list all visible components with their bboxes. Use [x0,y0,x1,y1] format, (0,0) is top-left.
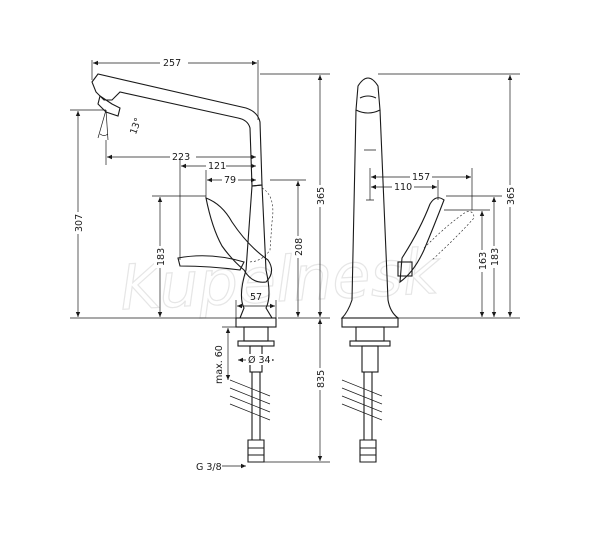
front-handle-travel [423,211,475,261]
side-view: 257 13° 223 121 79 365 307 [70,57,330,473]
shank [243,326,269,342]
dim-79: 79 [224,175,236,186]
dim-121: 121 [208,161,226,172]
spout-head [97,95,121,117]
dim-163: 163 [478,252,489,270]
front-spout-top [355,77,381,114]
front-base [341,317,399,328]
hose-fitting [247,439,265,463]
nut [237,340,275,347]
dim-208: 208 [294,238,305,256]
dim-183-side: 183 [156,248,167,266]
base-plate [235,317,277,328]
spout-outline [91,73,263,187]
dim-257: 257 [163,58,181,69]
dim-34: Ø 34 [248,355,271,366]
dim-835: 835 [316,370,327,388]
dim-g38: G 3/8 [196,462,222,473]
front-view: 157 110 365 183 163 [340,73,520,463]
dim-183-front: 183 [490,248,501,266]
dim-13deg: 13° [128,116,144,136]
hose-cut-marks [229,379,271,421]
dim-57: 57 [250,292,262,303]
dim-223: 223 [172,152,190,163]
lever-handle [205,197,273,283]
dim-157: 157 [412,172,430,183]
front-handle [399,197,445,284]
watermark: Kupelnesk [118,235,442,325]
dim-365-side: 365 [316,187,327,205]
angle-arc [99,133,109,136]
dim-110: 110 [394,182,412,193]
dim-307: 307 [74,214,85,232]
lever-travel [247,187,274,263]
front-shank [355,326,385,342]
dim-365-front: 365 [506,187,517,205]
dim-max60: max. 60 [214,345,225,384]
lever-grip [177,255,245,271]
